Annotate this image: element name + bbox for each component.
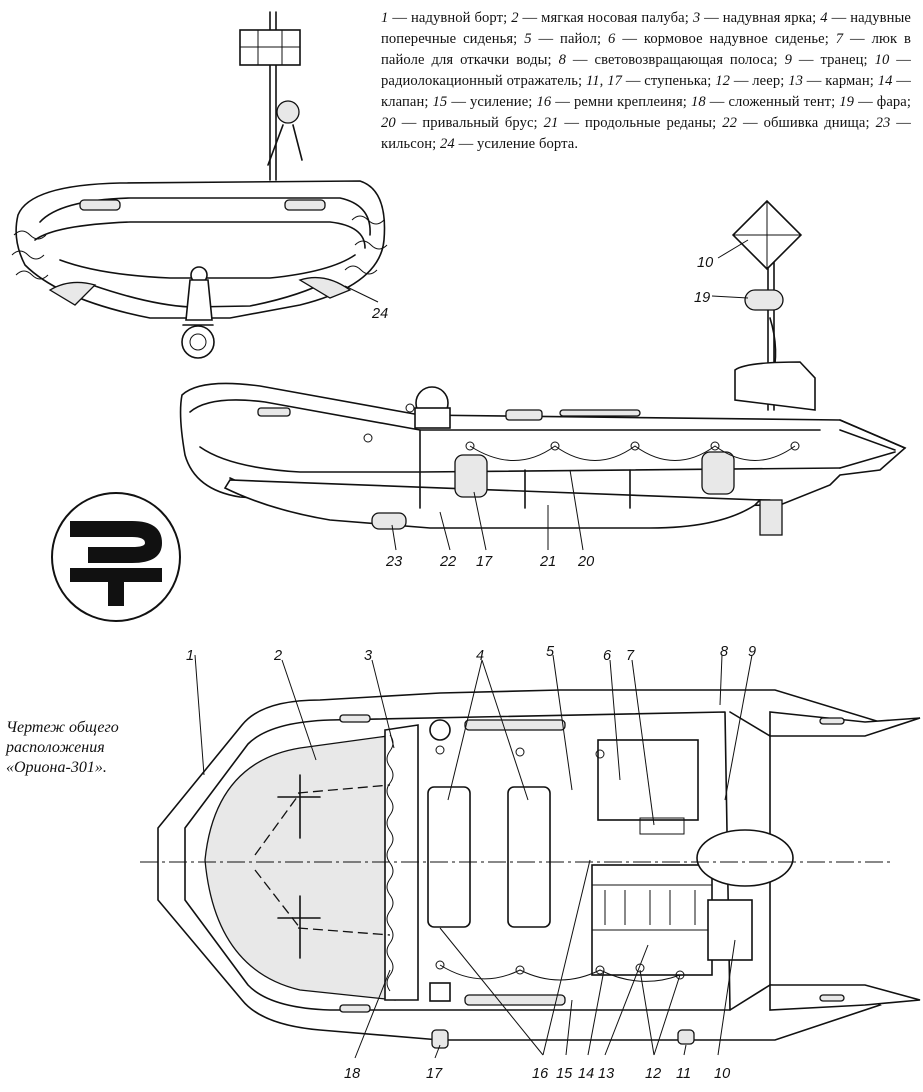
legend-number: 16 bbox=[536, 94, 552, 110]
callout-4: 4 bbox=[476, 648, 484, 664]
legend-description: — сложенный тент; bbox=[705, 94, 840, 110]
callout-10: 10 bbox=[697, 255, 713, 271]
plan-view bbox=[140, 689, 921, 1049]
headlight-side bbox=[744, 289, 784, 311]
legend-text: 1 — надувной борт; 2 — мягкая носовая па… bbox=[381, 8, 911, 155]
callout-21: 21 bbox=[539, 554, 556, 570]
logo bbox=[51, 492, 181, 622]
callout-17-plan: 17 bbox=[426, 1066, 443, 1082]
legend-description: — радиолокационный отражатель; bbox=[381, 52, 911, 89]
legend-description: — кильсон; bbox=[381, 115, 911, 152]
callout-6: 6 bbox=[603, 648, 612, 664]
callout-11: 11 bbox=[676, 1066, 691, 1082]
callout-19: 19 bbox=[694, 290, 710, 306]
legend-number: 23 bbox=[875, 115, 891, 131]
callout-7: 7 bbox=[626, 648, 635, 664]
legend-description: — усиление; bbox=[447, 94, 537, 110]
legend-description: — кормовое надувное сиденье; bbox=[615, 31, 836, 47]
legend-number: 10 bbox=[874, 52, 890, 68]
legend-number: 7 bbox=[835, 31, 844, 47]
legend-description: — транец; bbox=[791, 52, 875, 68]
legend-description: — фара; bbox=[854, 94, 912, 110]
callout-22: 22 bbox=[439, 554, 456, 570]
legend-description: — ступенька; bbox=[622, 73, 716, 89]
legend-number: 13 bbox=[788, 73, 803, 89]
legend-number: 9 bbox=[784, 52, 792, 68]
legend-description: — мягкая носовая палуба; bbox=[518, 10, 693, 26]
figure-caption: Чертеж общего расположения «Ориона-301». bbox=[6, 719, 119, 776]
legend-description: — усиление борта. bbox=[454, 136, 579, 152]
callout-15: 15 bbox=[556, 1066, 573, 1082]
legend-number: 6 bbox=[608, 31, 616, 47]
seat-2 bbox=[507, 786, 551, 928]
legend-number: 8 bbox=[558, 52, 566, 68]
front-view bbox=[11, 11, 388, 359]
side-view bbox=[179, 199, 907, 536]
callout-14: 14 bbox=[578, 1066, 594, 1082]
legend-number: 22 bbox=[722, 115, 738, 131]
callout-20: 20 bbox=[577, 554, 594, 570]
legend-description: — люк в пайоле для откачки воды; bbox=[381, 31, 911, 68]
legend-description: — леер; bbox=[730, 73, 789, 89]
legend-number: 19 bbox=[839, 94, 855, 110]
reflector-plan bbox=[707, 899, 753, 961]
callout-9: 9 bbox=[748, 644, 756, 660]
legend-number: 24 bbox=[440, 136, 455, 152]
legend-number: 3 bbox=[692, 10, 701, 26]
legend-number: 18 bbox=[690, 94, 706, 110]
motor-hood bbox=[734, 361, 816, 411]
callout-17-side: 17 bbox=[476, 554, 493, 570]
legend-description: — обшивка днища; bbox=[737, 115, 876, 131]
legend-description: — надувной борт; bbox=[388, 10, 512, 26]
legend-number: 12 bbox=[715, 73, 731, 89]
motor bbox=[696, 829, 794, 887]
legend-number: 21 bbox=[543, 115, 559, 131]
callout-23: 23 bbox=[385, 554, 402, 570]
legend-description: — привальный брус; bbox=[395, 115, 544, 131]
legend-description: — клапан; bbox=[381, 73, 911, 110]
callout-8: 8 bbox=[720, 644, 728, 660]
legend-description: — ремни креплеиня; bbox=[551, 94, 691, 110]
legend-number: 15 bbox=[432, 94, 448, 110]
legend-number: 2 bbox=[511, 10, 519, 26]
legend-description: — надувная ярка; bbox=[700, 10, 821, 26]
legend-number: 5 bbox=[524, 31, 532, 47]
callout-16: 16 bbox=[532, 1066, 549, 1082]
legend-number: 20 bbox=[381, 115, 396, 131]
callout-13: 13 bbox=[598, 1066, 614, 1082]
seat-1 bbox=[427, 786, 471, 928]
legend-description: — надувные поперечные сиденья; bbox=[381, 10, 911, 47]
callout-2: 2 bbox=[273, 648, 282, 664]
callout-5: 5 bbox=[546, 644, 555, 660]
legend-description: — пайол; bbox=[531, 31, 609, 47]
legend-description: — карман; bbox=[803, 73, 878, 89]
legend-number: 11, 17 bbox=[585, 73, 623, 89]
callout-18: 18 bbox=[344, 1066, 360, 1082]
legend-number: 1 bbox=[381, 10, 389, 26]
headlight-front bbox=[276, 100, 300, 124]
legend-description: — продольные реданы; bbox=[558, 115, 723, 131]
legend-number: 4 bbox=[820, 10, 828, 26]
legend-description: — световозвращающая полоса; bbox=[565, 52, 785, 68]
callouts: 24 10 19 23 22 17 21 20 1 2 3 4 5 6 7 8 … bbox=[186, 255, 756, 1082]
callout-1: 1 bbox=[186, 648, 194, 664]
transom bbox=[591, 864, 713, 976]
legend-number: 14 bbox=[877, 73, 893, 89]
callout-12: 12 bbox=[645, 1066, 661, 1082]
callout-10-plan: 10 bbox=[714, 1066, 730, 1082]
leader-lines bbox=[194, 239, 753, 1059]
callout-24: 24 bbox=[371, 306, 388, 322]
callout-3: 3 bbox=[364, 648, 372, 664]
